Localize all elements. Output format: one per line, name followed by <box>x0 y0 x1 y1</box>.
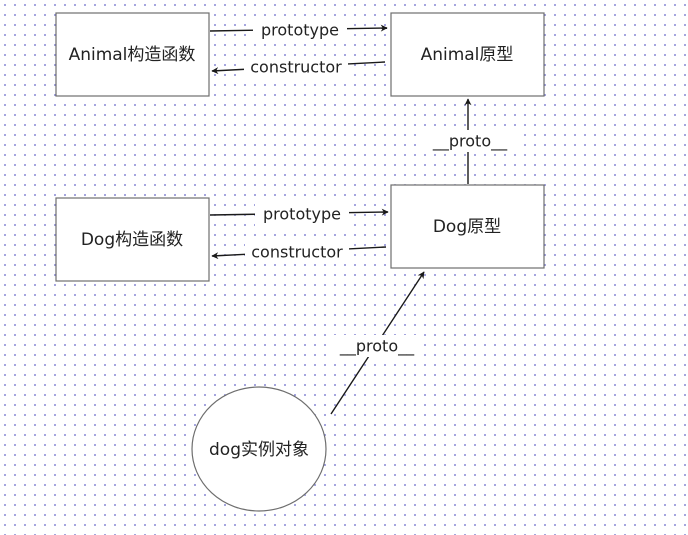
edge-animal-prototype-label: prototype <box>261 21 339 40</box>
edge-dog-constructor-label: constructor <box>251 243 343 262</box>
node-animal-constructor[interactable]: Animal构造函数 <box>55 12 210 97</box>
edge-dog-proto-to-animal-label: __proto__ <box>432 132 508 152</box>
edge-dog-proto-to-animal[interactable]: __proto__ <box>423 98 517 184</box>
edge-animal-prototype-label-bg <box>253 19 347 41</box>
node-dog-constructor-box <box>55 197 210 282</box>
edge-animal-constructor-label-bg <box>244 57 348 79</box>
node-dog-prototype-box <box>390 184 545 269</box>
node-animal-prototype[interactable]: Animal原型 <box>390 12 545 97</box>
edge-dog-proto-to-animal-label-bg <box>423 130 517 152</box>
edge-dog-constructor-label-bg <box>245 242 349 264</box>
edge-animal-constructor-label: constructor <box>250 58 342 77</box>
edge-dog-prototype-label-bg <box>255 204 349 226</box>
edge-dog-constructor[interactable]: constructor <box>211 242 387 264</box>
node-dog-instance-circle <box>191 386 327 512</box>
edge-dog-prototype-label: prototype <box>263 205 341 224</box>
edge-animal-constructor[interactable]: constructor <box>211 57 386 79</box>
node-dog-prototype[interactable]: Dog原型 <box>390 184 545 269</box>
node-dog-constructor[interactable]: Dog构造函数 <box>55 197 210 282</box>
node-animal-prototype-box <box>390 12 545 97</box>
edge-instance-proto-to-dog-label-bg <box>330 335 424 357</box>
node-animal-constructor-label: Animal构造函数 <box>69 45 196 65</box>
node-dog-instance-label: dog实例对象 <box>209 440 309 460</box>
edge-instance-proto-to-dog[interactable]: __proto__ <box>330 271 425 415</box>
edge-instance-proto-to-dog-label: __proto__ <box>339 337 415 357</box>
node-animal-prototype-label: Animal原型 <box>421 45 514 65</box>
edge-animal-prototype[interactable]: prototype <box>209 19 388 41</box>
node-dog-prototype-label: Dog原型 <box>433 217 501 237</box>
node-dog-constructor-label: Dog构造函数 <box>81 230 183 250</box>
node-animal-constructor-box <box>55 12 210 97</box>
node-dog-instance[interactable]: dog实例对象 <box>191 386 327 512</box>
edge-dog-prototype[interactable]: prototype <box>209 204 389 226</box>
